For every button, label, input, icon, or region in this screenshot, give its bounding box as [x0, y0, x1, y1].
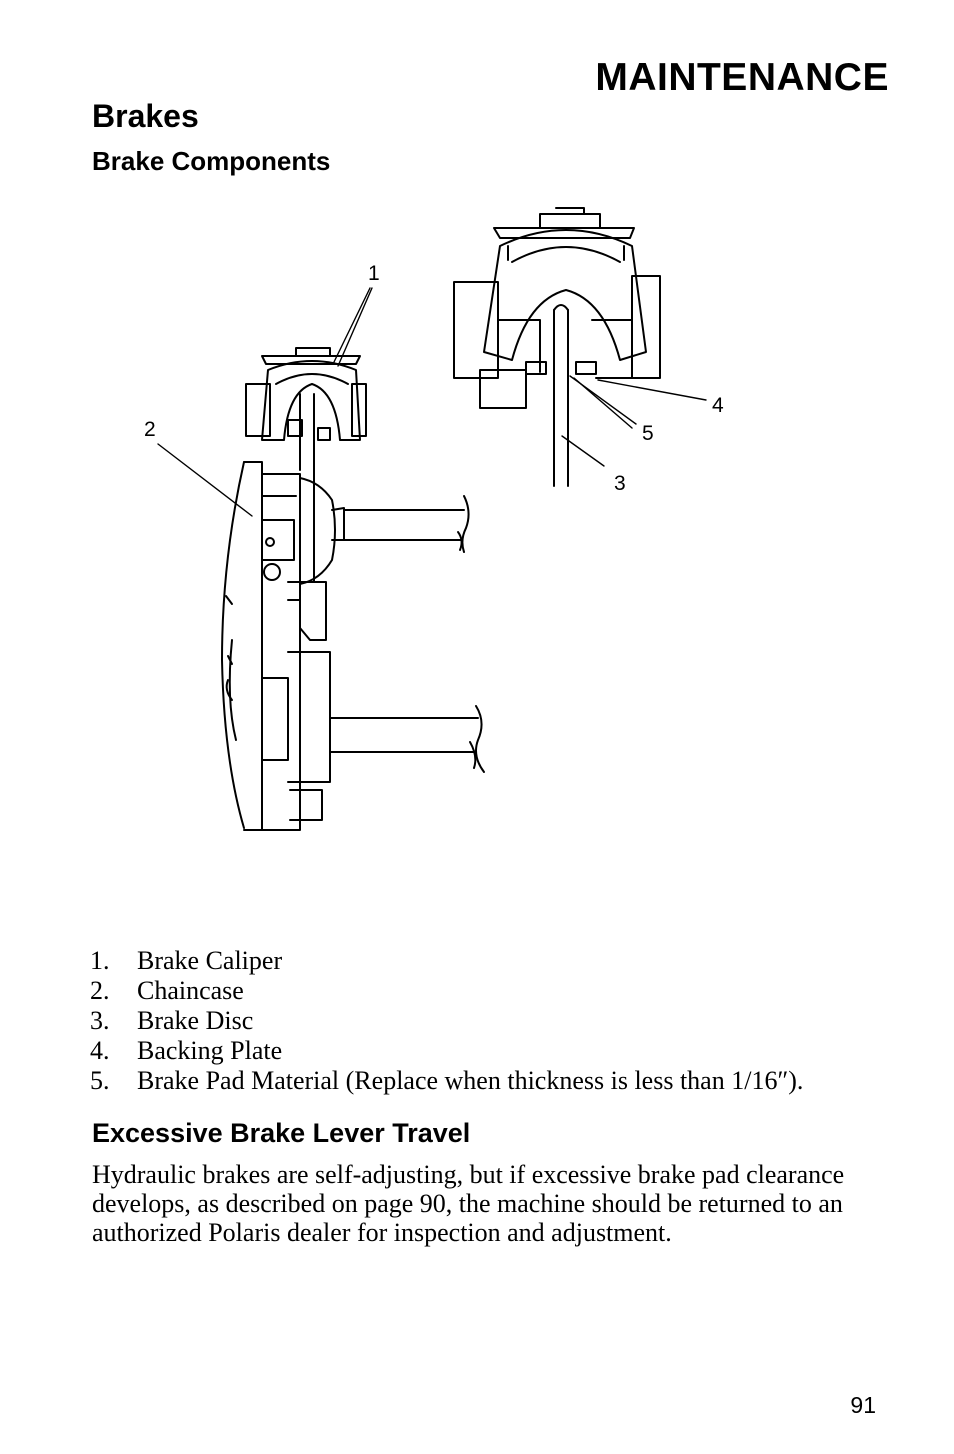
- parts-list: 1. Brake Caliper 2. Chaincase 3. Brake D…: [90, 946, 803, 1096]
- brake-components-illustration: 1 2 3 4 5: [144, 207, 724, 831]
- list-item: 5. Brake Pad Material (Replace when thic…: [90, 1066, 803, 1096]
- list-item-label: Brake Disc: [137, 1006, 254, 1035]
- list-item-number: 3.: [90, 1006, 110, 1035]
- section-header: MAINTENANCE: [595, 56, 889, 99]
- list-item-label: Brake Pad Material (Replace when thickne…: [137, 1066, 804, 1095]
- page-number: 91: [850, 1392, 876, 1418]
- list-item: 3. Brake Disc: [90, 1006, 803, 1036]
- heading-excessive-brake-lever-travel: Excessive Brake Lever Travel: [92, 1118, 471, 1148]
- list-item: 1. Brake Caliper: [90, 946, 803, 976]
- upper-shaft-drawing: [331, 495, 470, 553]
- callout-4: 4: [712, 394, 724, 417]
- chaincase-drawing: [221, 461, 336, 831]
- list-item-label: Chaincase: [137, 976, 244, 1005]
- list-item-number: 1.: [90, 946, 110, 975]
- leader-lines: [157, 287, 707, 517]
- callout-5: 5: [642, 422, 654, 445]
- left-caliper-drawing: [245, 347, 367, 471]
- body-paragraph: Hydraulic brakes are self-adjusting, but…: [92, 1160, 845, 1247]
- lower-shaft-drawing: [329, 705, 485, 773]
- list-item-number: 4.: [90, 1036, 110, 1065]
- list-item: 2. Chaincase: [90, 976, 803, 1006]
- list-item-label: Brake Caliper: [137, 946, 283, 975]
- caliper-detail-drawing: [453, 207, 661, 487]
- callout-1: 1: [368, 262, 380, 285]
- callout-2: 2: [144, 418, 156, 441]
- list-item: 4. Backing Plate: [90, 1036, 803, 1066]
- list-item-number: 2.: [90, 976, 110, 1005]
- callout-3: 3: [614, 472, 626, 495]
- heading-brake-components: Brake Components: [92, 146, 331, 176]
- heading-brakes: Brakes: [92, 98, 199, 134]
- list-item-label: Backing Plate: [137, 1036, 283, 1065]
- list-item-number: 5.: [90, 1066, 110, 1095]
